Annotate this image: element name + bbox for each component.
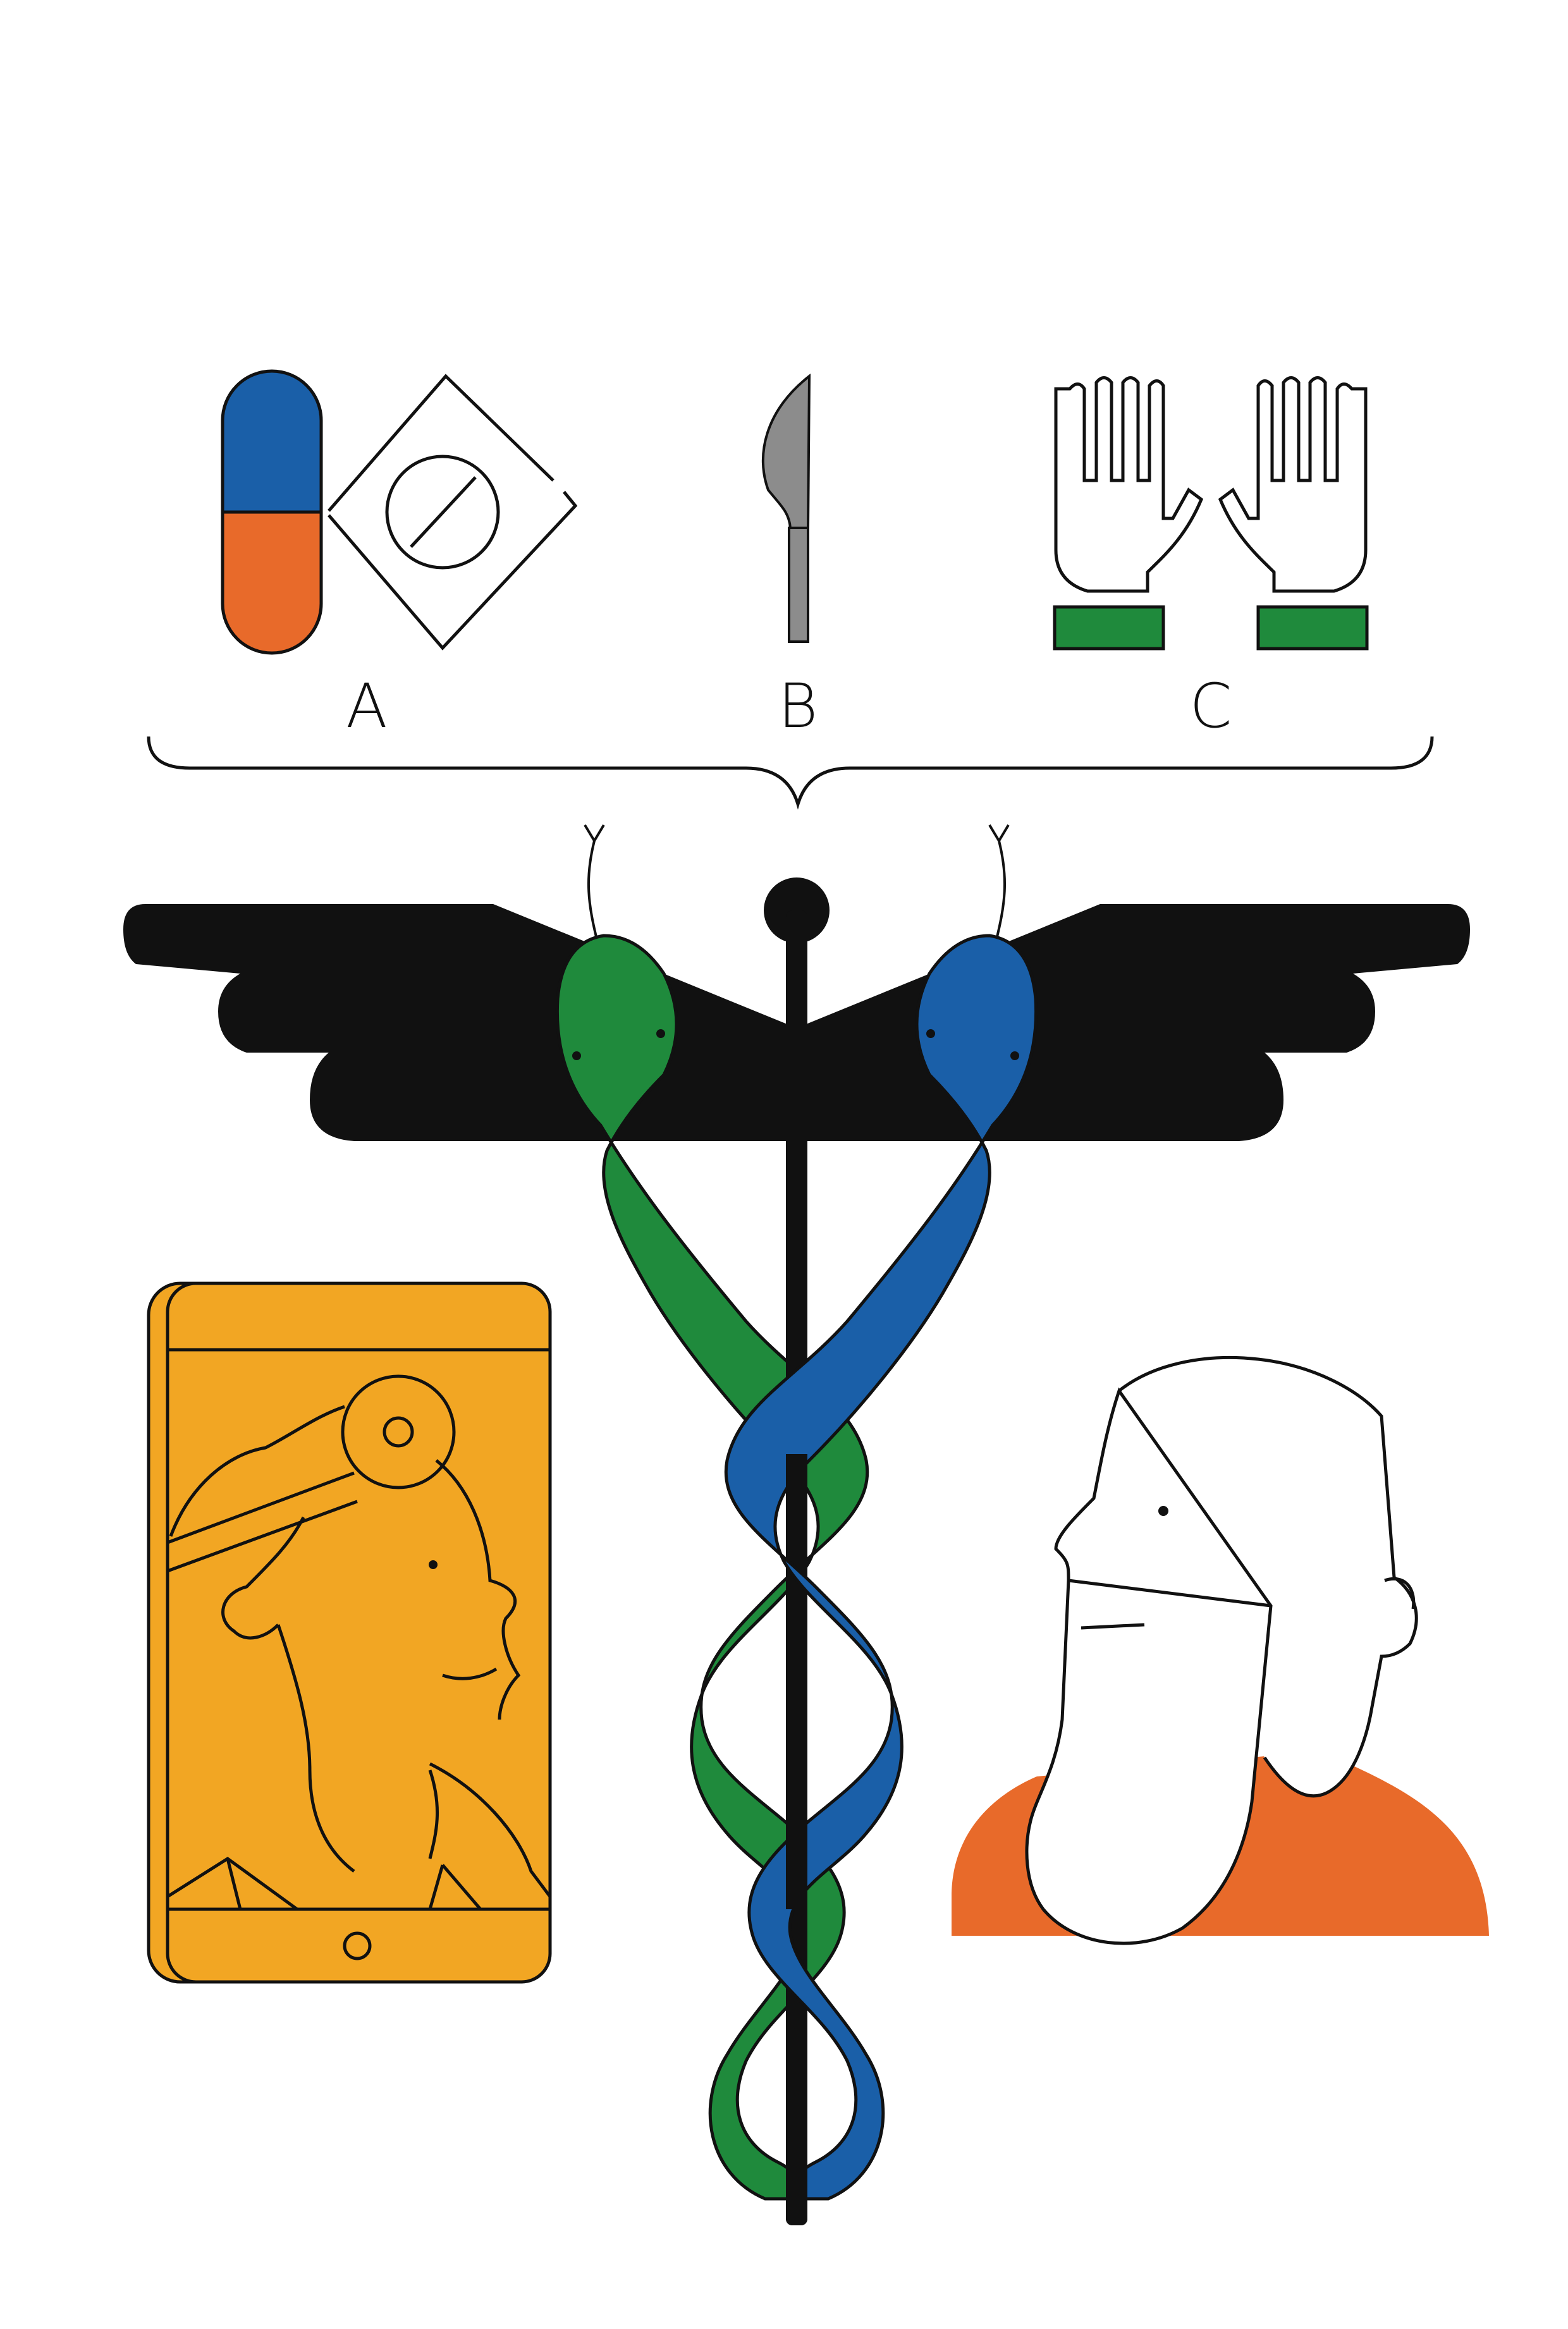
tablet-pill-icon <box>328 374 578 651</box>
snake-tongues <box>584 824 1010 943</box>
surgical-gloves-icon <box>1053 376 1369 651</box>
label-c: C <box>1189 671 1232 742</box>
man-eye <box>1158 1506 1168 1516</box>
caduceus-icon <box>123 824 1470 2225</box>
wing-icon <box>123 904 787 1141</box>
label-b: B <box>778 671 818 742</box>
scalpel-icon <box>761 373 811 643</box>
snake-eye <box>656 1029 665 1038</box>
snake-eye <box>572 1051 581 1060</box>
doctor-head-mirror-icon <box>166 1374 551 1911</box>
bald-man-icon <box>952 1355 1489 1945</box>
snake-eye <box>1010 1051 1019 1060</box>
smartphone-icon <box>147 1281 552 1984</box>
wing-icon <box>806 904 1470 1141</box>
home-button <box>343 1931 372 1960</box>
man-mouth <box>1081 1623 1145 1630</box>
grouping-brace <box>147 736 1434 810</box>
label-a: A <box>346 671 388 742</box>
snake-eye <box>926 1029 935 1038</box>
doctor-eye <box>429 1560 438 1569</box>
capsule-icon <box>221 369 323 655</box>
